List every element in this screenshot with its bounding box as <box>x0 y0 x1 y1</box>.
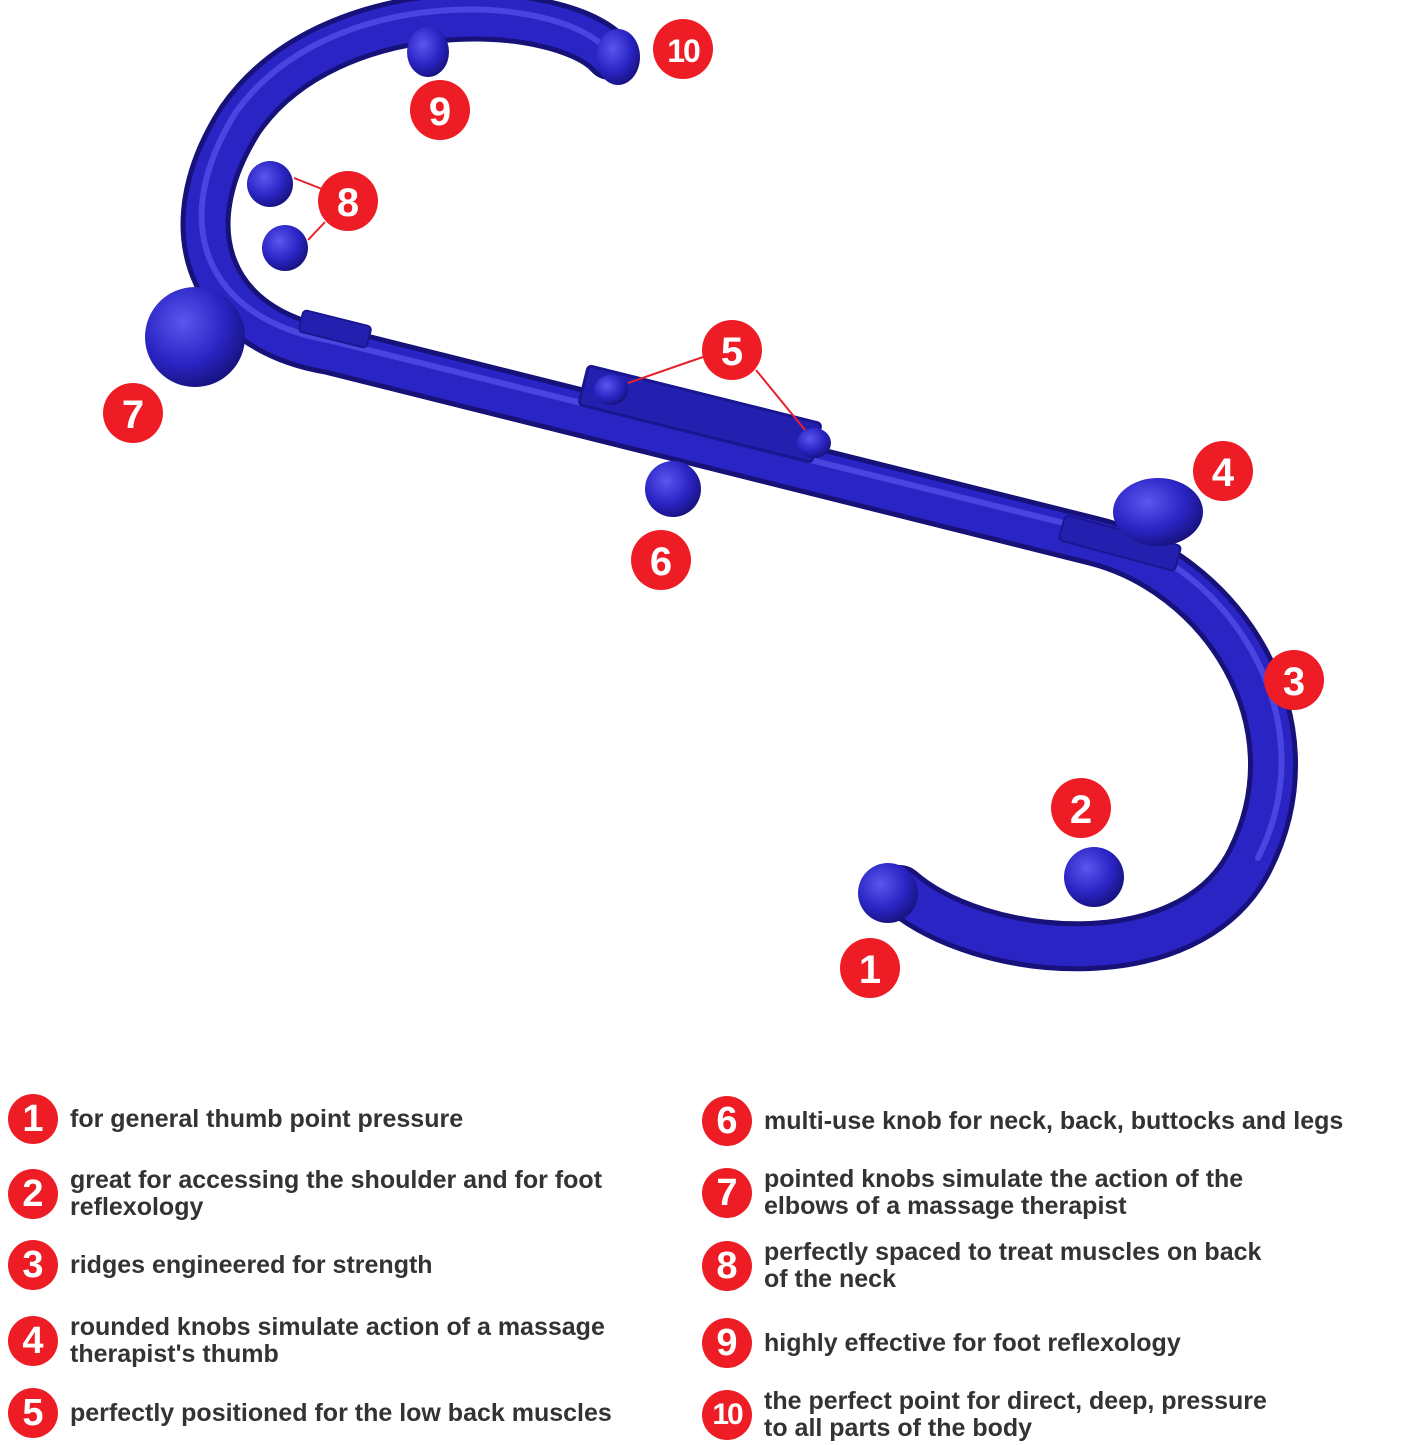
svg-text:4: 4 <box>1212 451 1235 495</box>
knob-5b <box>797 428 831 458</box>
legend-number: 6 <box>702 1096 752 1146</box>
massager-diagram: 1 2 3 4 5 6 7 8 9 10 <box>103 0 1324 998</box>
marker-6: 6 <box>631 530 691 590</box>
legend-number: 10 <box>702 1390 752 1440</box>
knob-8a <box>247 161 293 207</box>
svg-text:1: 1 <box>859 948 881 992</box>
legend-text: rounded knobs simulate action of a massa… <box>70 1313 605 1368</box>
svg-text:8: 8 <box>337 181 359 225</box>
svg-text:10: 10 <box>667 33 700 69</box>
legend-number: 3 <box>8 1240 58 1290</box>
legend-text: highly effective for foot reflexology <box>764 1328 1181 1357</box>
legend-item-1: 1 for general thumb point pressure <box>8 1094 463 1144</box>
legend-text: multi-use knob for neck, back, buttocks … <box>764 1106 1344 1135</box>
marker-1: 1 <box>840 938 900 998</box>
knob-8b <box>262 225 308 271</box>
legend-number: 5 <box>8 1388 58 1438</box>
legend-item-2: 2 great for accessing the shoulder and f… <box>8 1167 602 1221</box>
legend-number: 4 <box>8 1316 58 1366</box>
knob-6 <box>645 461 701 517</box>
legend-text: perfectly spaced to treat muscles on bac… <box>764 1238 1262 1293</box>
legend-text: perfectly positioned for the low back mu… <box>70 1398 612 1427</box>
legend-number: 9 <box>702 1318 752 1368</box>
marker-8: 8 <box>318 171 378 231</box>
marker-4: 4 <box>1193 441 1253 501</box>
knob-10 <box>596 29 640 85</box>
knob-7 <box>145 287 245 387</box>
legend-text: for general thumb point pressure <box>70 1104 464 1133</box>
svg-text:7: 7 <box>122 393 144 437</box>
legend-item-6: 6 multi-use knob for neck, back, buttock… <box>702 1096 1343 1146</box>
svg-text:9: 9 <box>429 90 451 134</box>
legend-item-10: 10 the perfect point for direct, deep, p… <box>702 1388 1267 1442</box>
legend-number: 1 <box>8 1094 58 1144</box>
legend-item-7: 7 pointed knobs simulate the action of t… <box>702 1166 1243 1220</box>
svg-text:6: 6 <box>650 540 672 584</box>
massager-knobs <box>145 27 1203 923</box>
legend-item-9: 9 highly effective for foot reflexology <box>702 1318 1181 1368</box>
knob-9 <box>407 27 449 77</box>
knob-1 <box>858 863 918 923</box>
marker-10: 10 <box>653 19 713 79</box>
legend-item-4: 4 rounded knobs simulate action of a mas… <box>8 1314 605 1368</box>
marker-7: 7 <box>103 383 163 443</box>
knob-2 <box>1064 847 1124 907</box>
massager-body <box>180 0 1299 972</box>
marker-5: 5 <box>702 320 762 380</box>
legend-text: pointed knobs simulate the action of the… <box>764 1165 1244 1220</box>
legend-number: 8 <box>702 1241 752 1291</box>
legend-text: great for accessing the shoulder and for… <box>70 1166 603 1221</box>
legend-text: ridges engineered for strength <box>70 1250 433 1279</box>
marker-9: 9 <box>410 80 470 140</box>
legend-number: 7 <box>702 1168 752 1218</box>
leader-lines <box>293 177 806 431</box>
knob-5a <box>594 375 628 405</box>
legend-text: the perfect point for direct, deep, pres… <box>764 1387 1267 1442</box>
marker-3: 3 <box>1264 650 1324 710</box>
legend-item-3: 3 ridges engineered for strength <box>8 1240 433 1290</box>
legend-item-8: 8 perfectly spaced to treat muscles on b… <box>702 1239 1261 1293</box>
legend-item-5: 5 perfectly positioned for the low back … <box>8 1388 612 1438</box>
svg-text:2: 2 <box>1070 788 1092 832</box>
svg-text:5: 5 <box>721 330 743 374</box>
marker-2: 2 <box>1051 778 1111 838</box>
knob-4 <box>1113 478 1203 546</box>
svg-text:3: 3 <box>1283 660 1305 704</box>
legend-number: 2 <box>8 1169 58 1219</box>
